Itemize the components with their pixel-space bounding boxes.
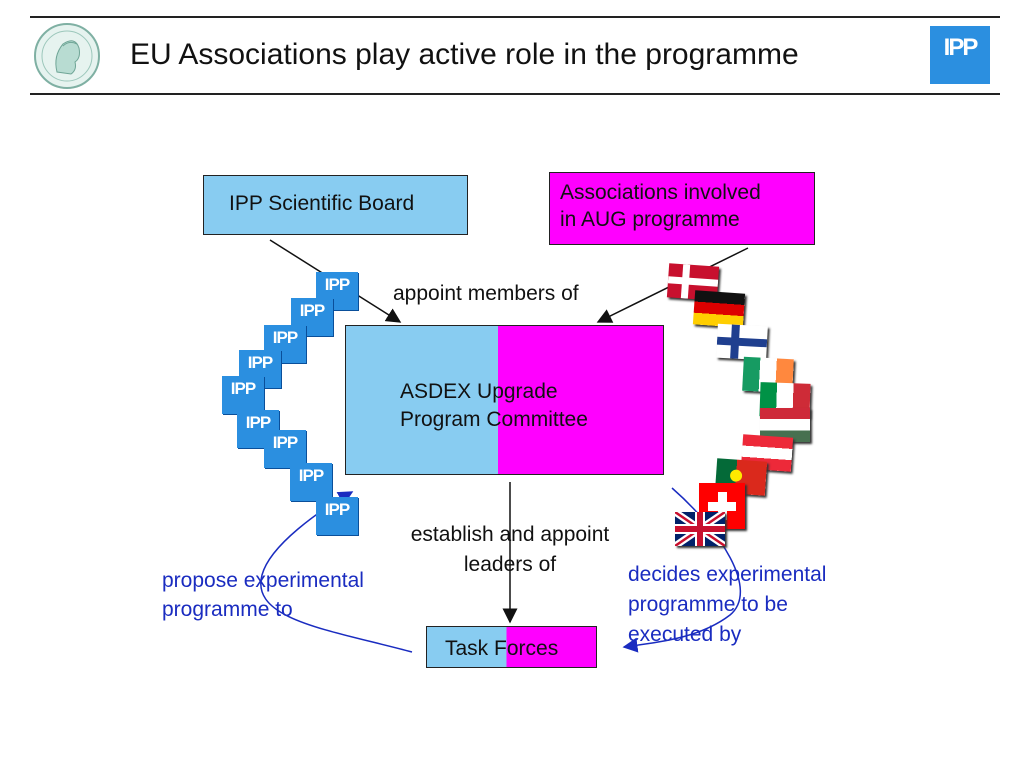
decides-line2: programme to be xyxy=(628,593,788,616)
uk-flag-icon xyxy=(675,512,725,546)
program-committee-box: ASDEX Upgrade Program Committee xyxy=(345,325,664,475)
ipp-stamp-icon: IPP xyxy=(290,463,332,501)
program-committee-line2: Program Committee xyxy=(400,408,588,431)
ipp-stamp-icon: IPP xyxy=(222,376,264,414)
task-forces-label: Task Forces xyxy=(445,637,559,660)
finland-flag-icon xyxy=(716,323,768,361)
germany-flag-icon xyxy=(692,290,746,328)
appoint-members-label: appoint members of xyxy=(393,282,579,305)
associations-label-line2: in AUG programme xyxy=(560,208,740,231)
establish-line2: leaders of xyxy=(463,553,557,576)
decides-line3: executed by xyxy=(628,623,742,646)
establish-label: establish and appoint leaders of xyxy=(385,520,635,580)
header-bottom-rule xyxy=(30,93,1000,95)
associations-box: Associations involved in AUG programme xyxy=(549,172,815,245)
establish-line1: establish and appoint xyxy=(410,523,610,546)
program-committee-line1: ASDEX Upgrade xyxy=(400,380,558,403)
ipp-logo: IPP xyxy=(930,26,990,84)
ipp-stamp-icon: IPP xyxy=(264,430,306,468)
propose-line1: propose experimental xyxy=(162,569,364,592)
page-title: EU Associations play active role in the … xyxy=(130,38,799,71)
decides-line1: decides experimental xyxy=(628,563,827,586)
minerva-seal-icon xyxy=(34,23,100,89)
propose-curve-arrow xyxy=(260,491,413,653)
ipp-stamp-icon: IPP xyxy=(316,497,358,535)
task-forces-box: Task Forces xyxy=(426,626,597,668)
propose-line2: programme to xyxy=(162,598,293,621)
propose-label: propose experimental programme to xyxy=(162,566,364,624)
program-committee-label: ASDEX Upgrade Program Committee xyxy=(400,378,588,434)
ipp-scientific-board-label: IPP Scientific Board xyxy=(229,192,415,215)
associations-label-line1: Associations involved xyxy=(560,181,761,204)
header-top-rule xyxy=(30,16,1000,18)
decides-label: decides experimental programme to be exe… xyxy=(628,560,826,650)
ipp-scientific-board-box: IPP Scientific Board xyxy=(203,175,468,235)
ipp-stamp-icon: IPP xyxy=(237,410,279,448)
